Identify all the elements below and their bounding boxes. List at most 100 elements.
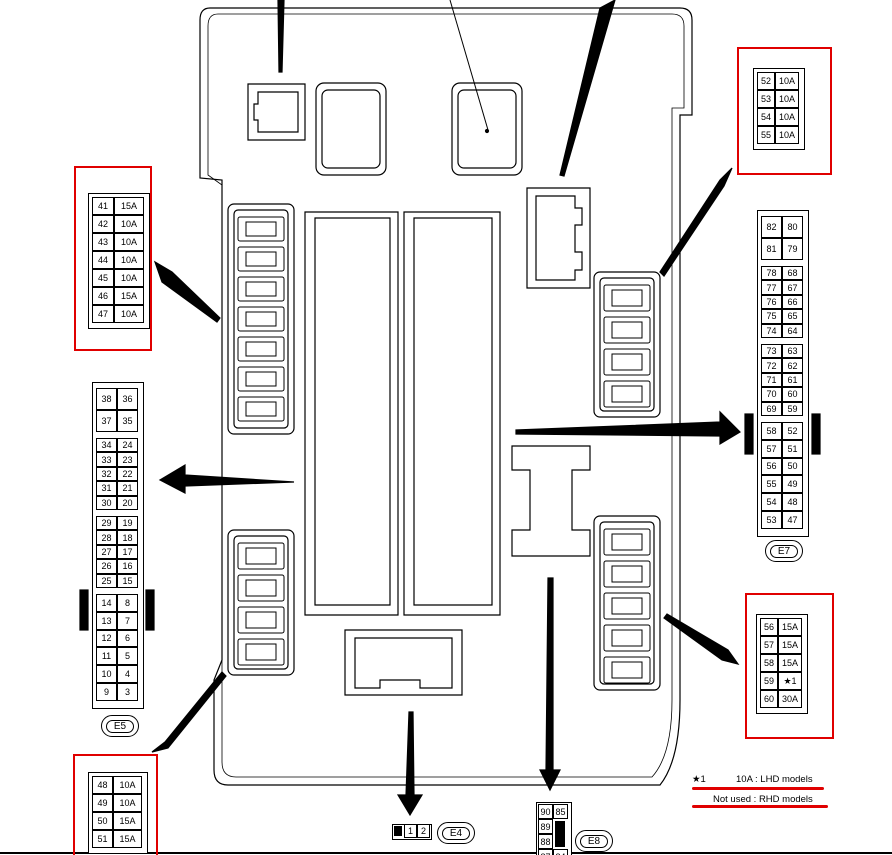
fuse-block-left-top xyxy=(227,203,295,435)
pin-number: 32 xyxy=(96,466,117,482)
pin-number: 30 xyxy=(96,495,117,510)
fuse-rating: 15A xyxy=(778,618,802,636)
pin-number: 72 xyxy=(761,358,782,373)
housing-outline xyxy=(199,7,693,786)
pin-number: 6 xyxy=(117,629,138,648)
pin-number: 17 xyxy=(117,544,138,560)
fuse-rating: 10A xyxy=(775,90,799,108)
small-connector xyxy=(247,83,306,141)
fuse-number: 58 xyxy=(760,654,778,672)
fuse-slot xyxy=(603,380,651,408)
fuse-slot xyxy=(237,276,285,302)
fuse-slot xyxy=(603,560,651,588)
pin-number: 25 xyxy=(96,573,117,588)
pin-number: 20 xyxy=(117,495,138,510)
pin-number: 35 xyxy=(117,410,138,432)
note-rhd: Not used : RHD models xyxy=(713,794,813,805)
fuse-rating: 10A xyxy=(114,251,144,269)
fuse-rating: 10A xyxy=(775,126,799,144)
pin-number: 1 xyxy=(404,824,417,838)
pin-number: 85 xyxy=(553,804,568,819)
fuse-slot xyxy=(603,624,651,652)
pin-number: 8 xyxy=(117,594,138,612)
pin-number: 13 xyxy=(96,611,117,630)
fuse-slot xyxy=(237,246,285,272)
pin-number: 22 xyxy=(117,466,138,482)
connector-label-e8: E8 xyxy=(575,830,613,852)
pin-number: 78 xyxy=(761,266,782,281)
note-underline xyxy=(692,805,828,808)
fuse-block-right-top xyxy=(593,271,661,418)
pin-number: 57 xyxy=(761,439,782,458)
fuse-number: 51 xyxy=(92,830,113,848)
pin-number: 88 xyxy=(538,834,553,849)
fuse-rating: 10A xyxy=(113,776,142,794)
fuse-slot xyxy=(603,284,651,312)
pin-number: 76 xyxy=(761,294,782,310)
pin-number: 37 xyxy=(96,410,117,432)
relay-slot xyxy=(315,82,387,176)
pin-number: 3 xyxy=(117,683,138,701)
pin-number: 48 xyxy=(782,493,803,511)
pin-number: 24 xyxy=(117,438,138,453)
pin-number: 79 xyxy=(782,238,803,260)
pin-number: 2 xyxy=(417,824,430,838)
fuse-slot xyxy=(237,396,285,422)
connector-label-e7: E7 xyxy=(765,540,803,562)
center-slot-right xyxy=(403,211,501,616)
relay-slot xyxy=(451,82,523,176)
fuse-number: 55 xyxy=(757,126,775,144)
fuse-slot xyxy=(237,216,285,242)
pin-number: 75 xyxy=(761,309,782,324)
pin-number: 71 xyxy=(761,372,782,388)
fuse-rating: 15A xyxy=(114,287,144,305)
pin-key-mark xyxy=(394,826,402,836)
pin-number: 73 xyxy=(761,344,782,359)
pin-number: 29 xyxy=(96,516,117,531)
fuse-slot xyxy=(603,656,651,684)
pin-number: 11 xyxy=(96,647,117,666)
center-slot-left xyxy=(304,211,399,616)
fuse-rating: 15A xyxy=(114,197,144,215)
fuse-slot xyxy=(237,638,285,666)
fuse-slot xyxy=(603,348,651,376)
fuse-rating: 10A xyxy=(113,794,142,812)
fuse-number: 52 xyxy=(757,72,775,90)
highlight-box-right xyxy=(745,593,834,739)
fuse-number: 59 xyxy=(760,672,778,690)
fuse-slot xyxy=(237,606,285,634)
fuse-slot xyxy=(237,542,285,570)
fuse-rating: 10A xyxy=(775,108,799,126)
pin-number: 18 xyxy=(117,530,138,545)
highlight-box-left xyxy=(74,166,152,351)
pin-number: 60 xyxy=(782,387,803,402)
pin-number: 63 xyxy=(782,344,803,359)
fuse-number: 60 xyxy=(760,690,778,708)
fuse-rating: ★1 xyxy=(778,672,802,690)
pin-number: 70 xyxy=(761,387,782,402)
pin-number: 21 xyxy=(117,481,138,496)
pin-number: 62 xyxy=(782,358,803,373)
pin-number: 5 xyxy=(117,647,138,666)
pin-number: 14 xyxy=(96,594,117,612)
fuse-number: 56 xyxy=(760,618,778,636)
relay-connector-right xyxy=(526,187,591,289)
pin-number: 56 xyxy=(761,457,782,476)
pin-number: 53 xyxy=(761,511,782,529)
fuse-number: 43 xyxy=(92,233,114,251)
pin-number: 12 xyxy=(96,629,117,648)
connector-e4-slot xyxy=(344,629,463,696)
fuse-rating: 30A xyxy=(778,690,802,708)
pin-number: 4 xyxy=(117,665,138,683)
pin-number: 9 xyxy=(96,683,117,701)
pin-number: 61 xyxy=(782,372,803,388)
fuse-rating: 15A xyxy=(113,812,142,830)
fuse-rating: 10A xyxy=(114,215,144,233)
note-star-mark: ★1 xyxy=(692,774,706,785)
pin-number: 33 xyxy=(96,452,117,467)
connector-e7-text: E7 xyxy=(769,544,799,558)
pin-number: 16 xyxy=(117,559,138,574)
pin-number: 58 xyxy=(761,422,782,440)
